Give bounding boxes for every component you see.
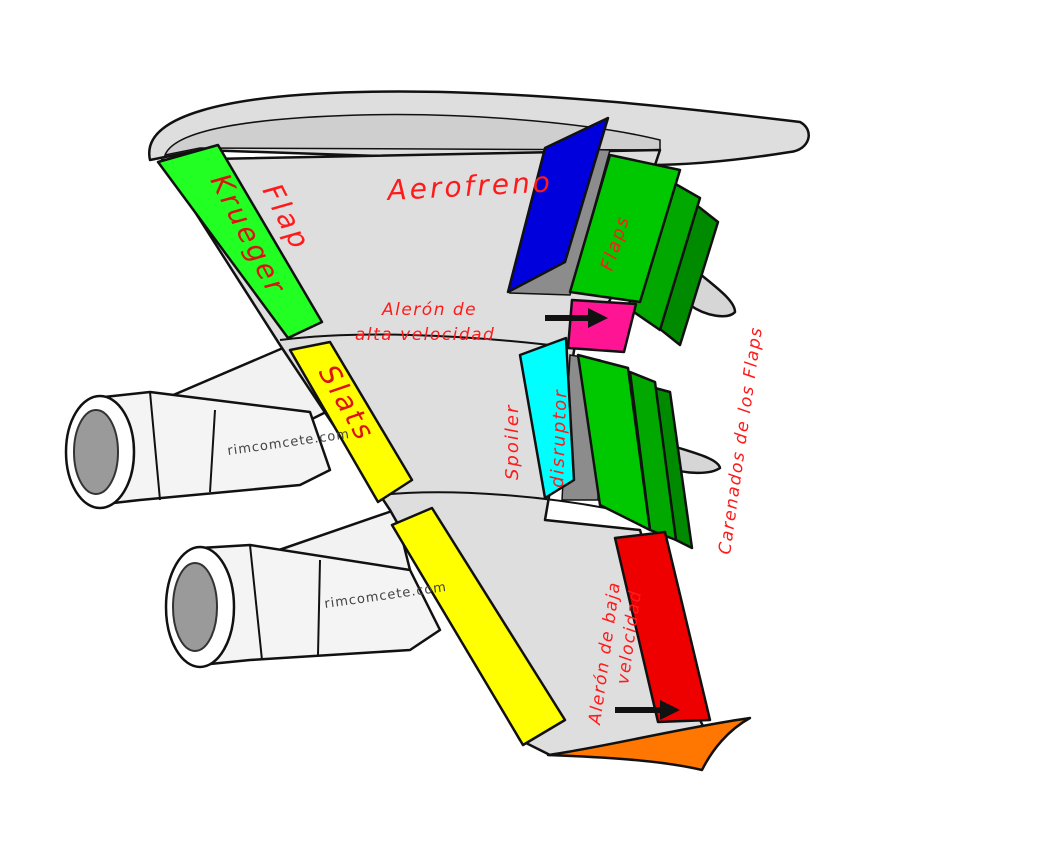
label-carenados: Carenados de los Flaps: [715, 325, 767, 556]
high-speed-aileron: [566, 298, 638, 354]
air-brake: [506, 116, 610, 294]
engine-lower-nozzle-line: [249, 544, 321, 661]
engine-upper-nozzle-line: [149, 391, 216, 501]
label-aleron-alta-1: Alerón de: [381, 300, 477, 320]
slats-outer: [390, 506, 567, 747]
arrow-low-speed-aileron: [615, 700, 680, 720]
engine-upper-fan: [73, 409, 119, 495]
engine-upper: [64, 343, 332, 510]
flaps-lower: [576, 353, 694, 550]
label-aleron-alta-2: alta velocidad: [355, 325, 495, 345]
engine-lower: [164, 508, 442, 669]
spoiler: [518, 336, 576, 500]
wing-tip: [546, 716, 752, 772]
label-disruptor: disruptor: [547, 388, 571, 488]
label-spoiler: Spoiler: [502, 404, 523, 480]
arrow-high-speed-aileron: [545, 308, 608, 328]
krueger-flap: [156, 143, 324, 340]
low-speed-aileron: [613, 530, 712, 724]
slats-inner: [288, 340, 414, 504]
engine-lower-fan: [172, 562, 218, 652]
wing-root-inner: [163, 113, 661, 157]
flaps-upper: [568, 153, 720, 347]
wing-section-line-1: [279, 333, 551, 346]
